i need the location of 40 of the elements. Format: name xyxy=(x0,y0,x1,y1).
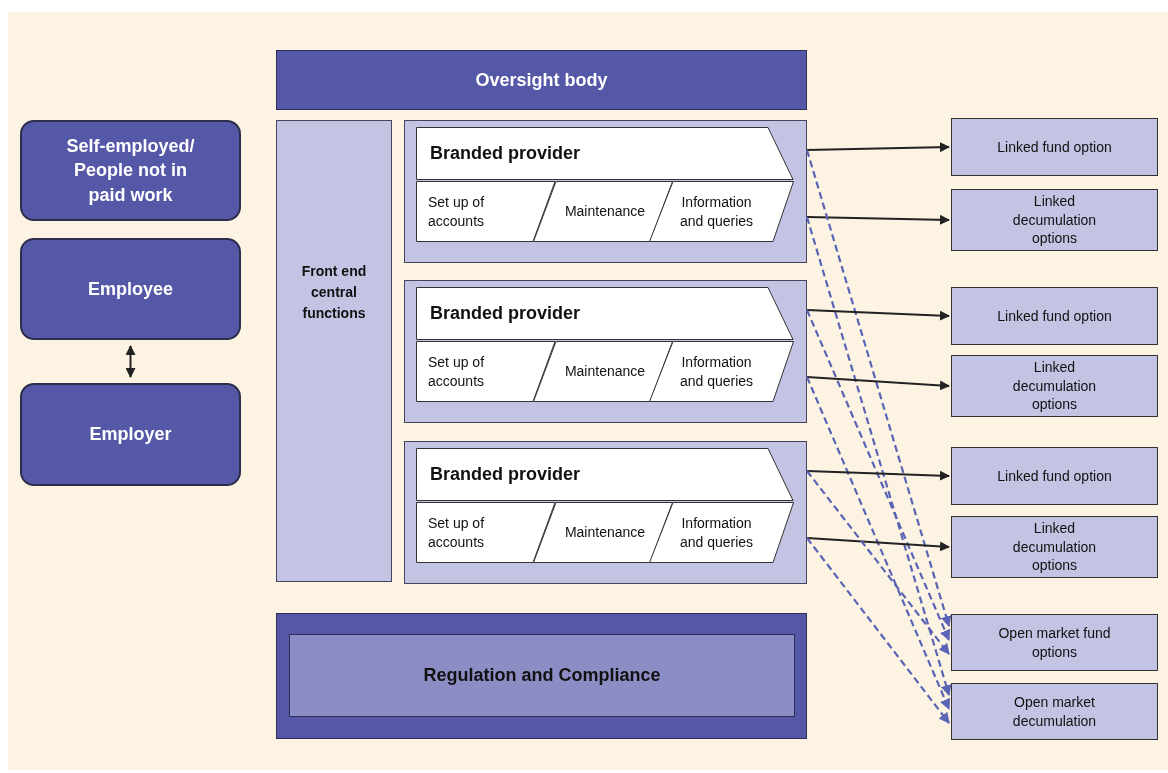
option-box: Linked fund option xyxy=(951,287,1158,345)
arrow xyxy=(806,376,950,391)
arrow xyxy=(806,309,950,321)
arrow xyxy=(806,470,950,481)
frame-box xyxy=(276,613,807,739)
option-box: Linked decumulation options xyxy=(951,355,1158,417)
actor-box: Employee xyxy=(20,238,241,340)
column-box: Front end central functions xyxy=(276,120,392,582)
arrow xyxy=(125,345,136,378)
arrow xyxy=(806,142,950,153)
actor-box: Self-employed/ People not in paid work xyxy=(20,120,241,221)
process-segment: Information and queries xyxy=(649,502,794,563)
process-segment: Maintenance xyxy=(533,181,673,242)
option-box: Linked fund option xyxy=(951,447,1158,505)
label-box: Regulation and Compliance xyxy=(289,634,795,717)
process-segment: Information and queries xyxy=(649,181,794,242)
dashed-arrow xyxy=(806,470,950,655)
process-segment: Set up of accounts xyxy=(416,502,556,563)
option-box: Open market decumulation xyxy=(951,683,1158,740)
process-segment: Set up of accounts xyxy=(416,341,556,402)
dashed-arrow xyxy=(806,376,951,710)
actor-box: Employer xyxy=(20,383,241,486)
process-segment: Set up of accounts xyxy=(416,181,556,242)
arrow xyxy=(806,214,950,225)
process-segment: Information and queries xyxy=(649,341,794,402)
dashed-arrow xyxy=(806,537,950,724)
title-bar: Oversight body xyxy=(276,50,807,110)
option-box: Linked fund option xyxy=(951,118,1158,176)
option-box: Linked decumulation options xyxy=(951,516,1158,578)
provider-panel xyxy=(404,280,807,423)
option-box: Linked decumulation options xyxy=(951,189,1158,251)
dashed-arrow xyxy=(805,216,952,697)
dashed-arrow xyxy=(805,149,952,628)
provider-panel xyxy=(404,441,807,584)
dashed-arrow xyxy=(806,309,951,641)
process-segment: Maintenance xyxy=(533,502,673,563)
process-segment: Maintenance xyxy=(533,341,673,402)
arrow xyxy=(806,537,950,552)
provider-panel xyxy=(404,120,807,263)
option-box: Open market fund options xyxy=(951,614,1158,671)
